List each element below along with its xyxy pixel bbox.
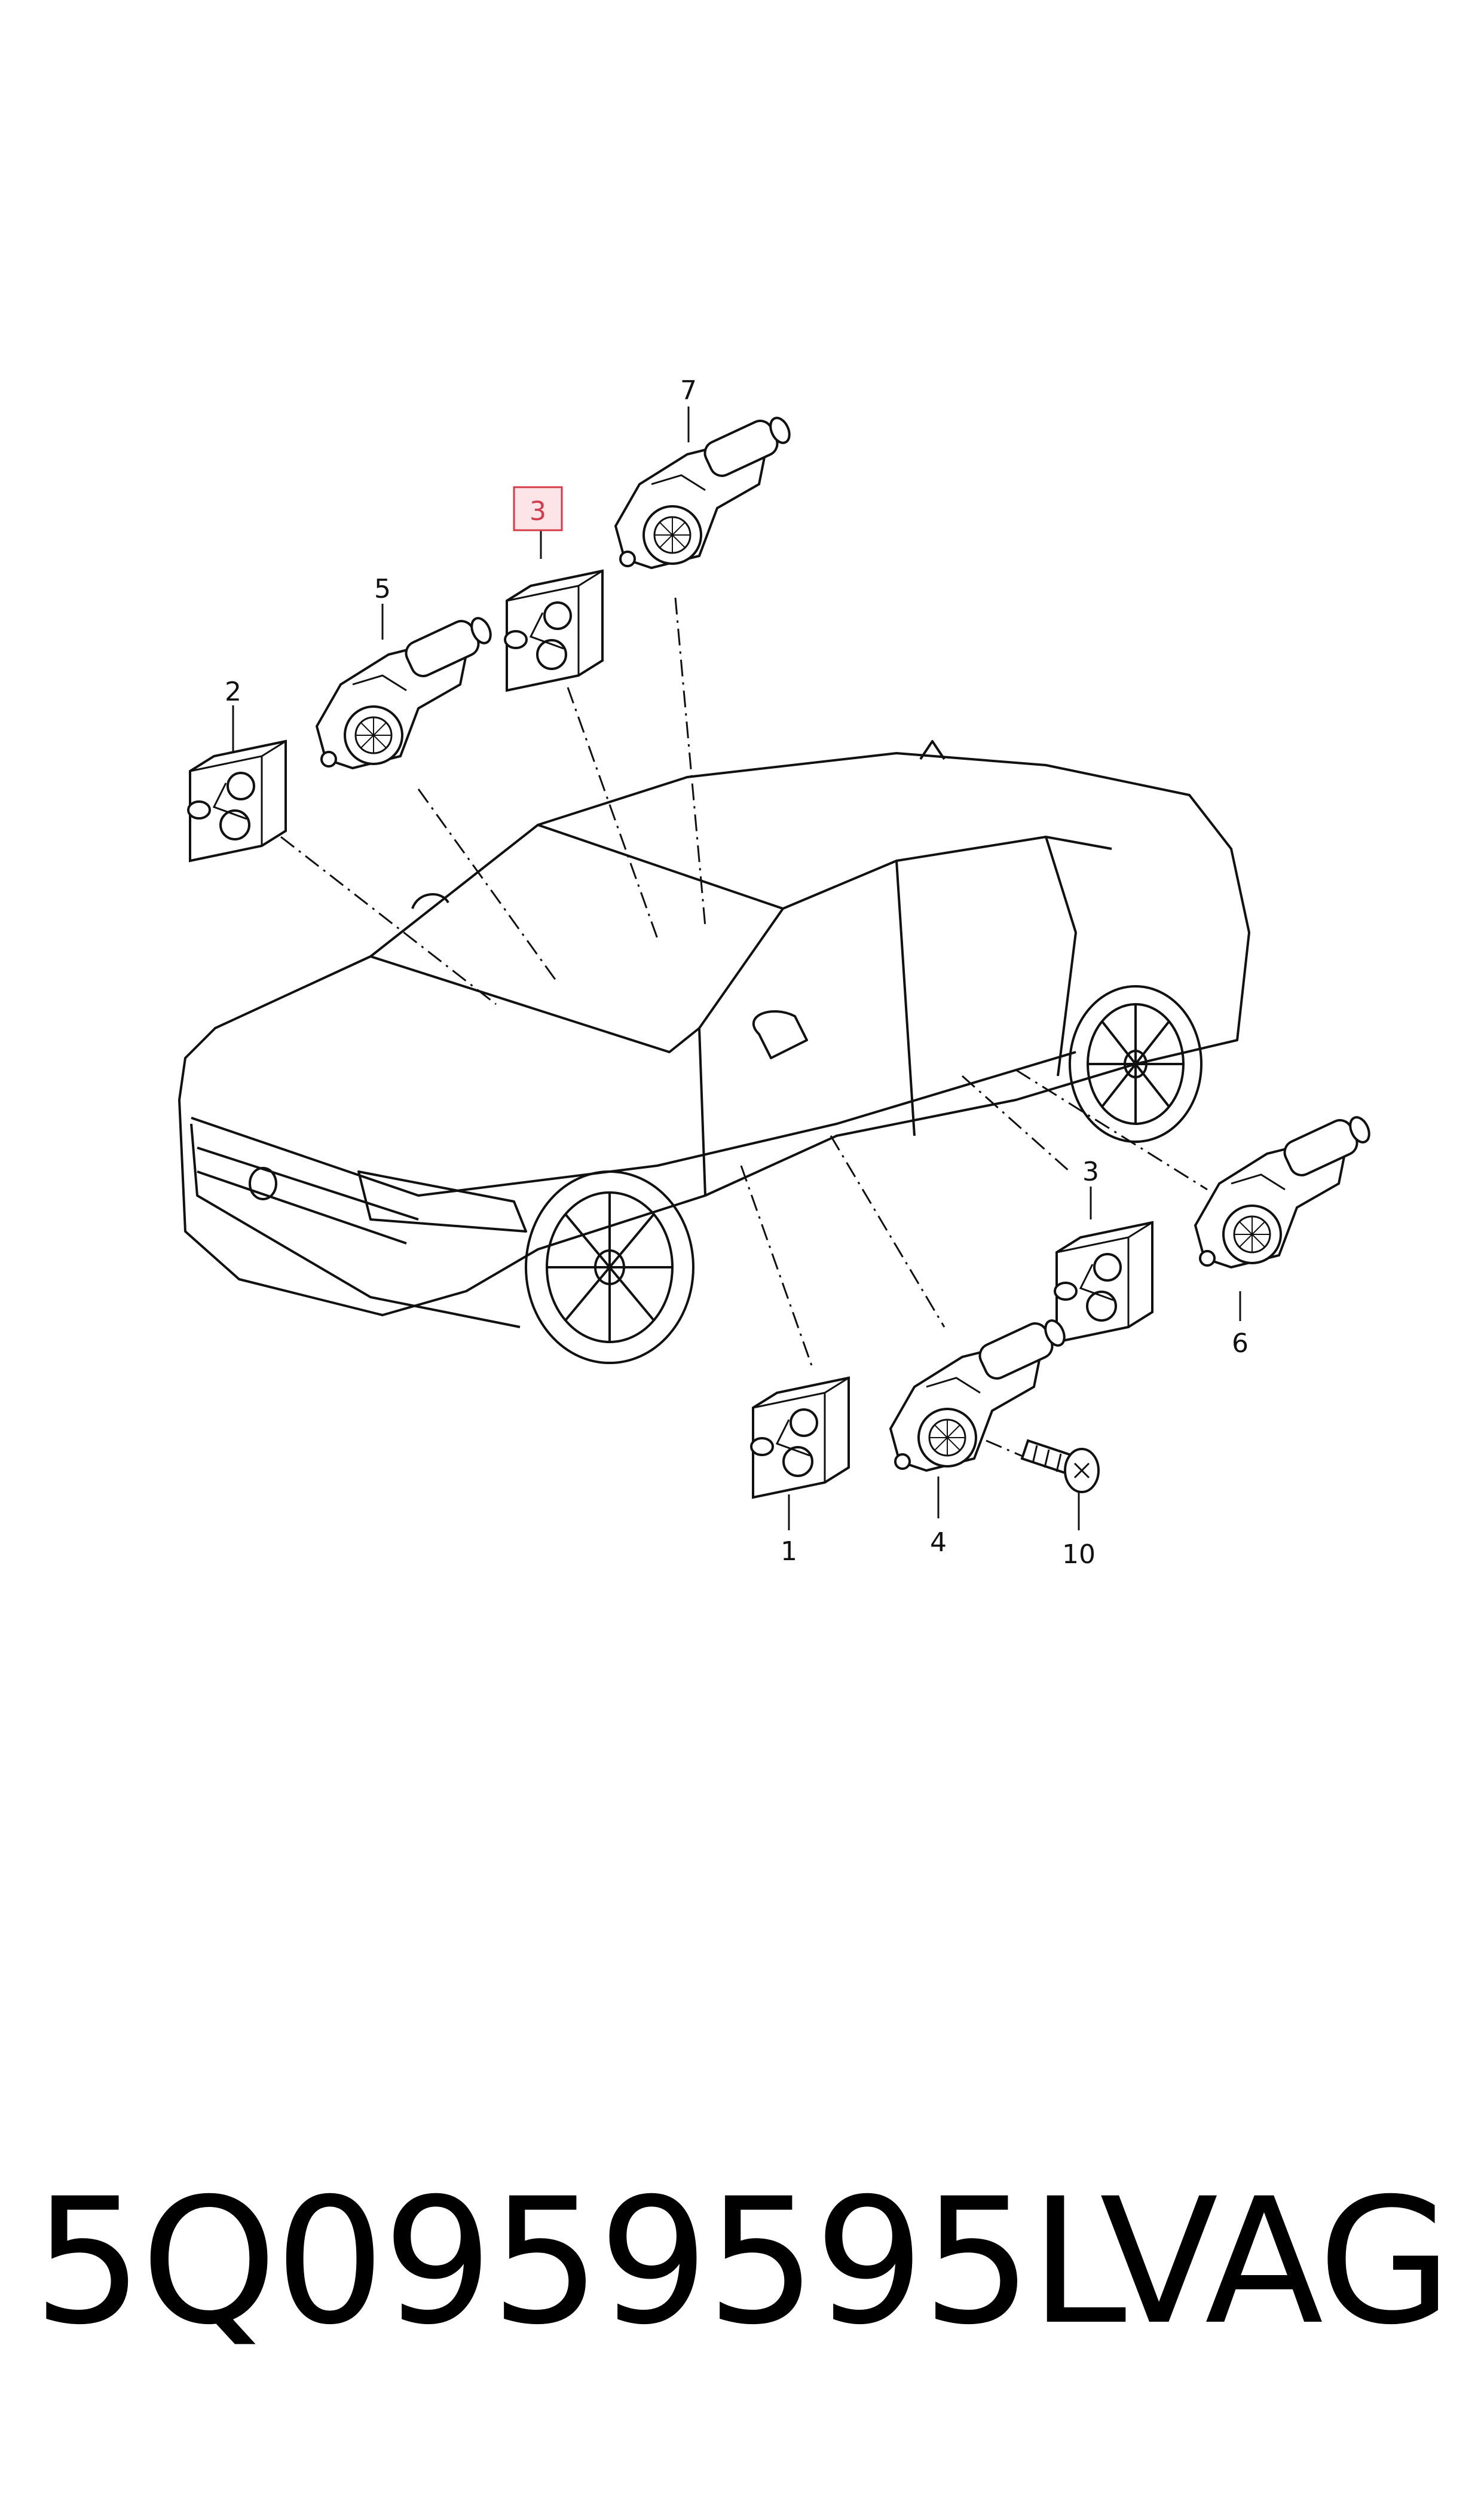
callout-2: 2 [225,677,241,707]
window-motor-6 [1194,1113,1374,1268]
callout-10: 10 [1062,1539,1096,1570]
leader-lines [280,597,1208,1460]
callout-3: 3 [1082,1157,1099,1187]
callout-stems [232,406,1241,1530]
control-module-3-lower [1054,1221,1153,1343]
control-module-1 [750,1377,850,1499]
callout-3-highlighted: 3 [530,496,546,527]
control-module-3-upper [504,570,604,692]
part-number: 5Q0959595L [33,2162,1127,2363]
control-module-2 [187,740,287,862]
callout-6: 6 [1232,1328,1249,1359]
window-motor-5 [316,614,495,769]
window-motor-7 [614,414,794,569]
highlight-box [513,486,563,531]
callout-4: 4 [930,1527,947,1558]
brand-label: VAG [1100,2162,1452,2363]
callout-7: 7 [680,375,697,406]
callout-1: 1 [781,1536,797,1567]
exploded-parts-diagram: 7 3 5 2 3 6 1 4 10 [178,375,1374,1570]
callout-5: 5 [374,574,391,604]
screw-10 [1020,1439,1100,1493]
